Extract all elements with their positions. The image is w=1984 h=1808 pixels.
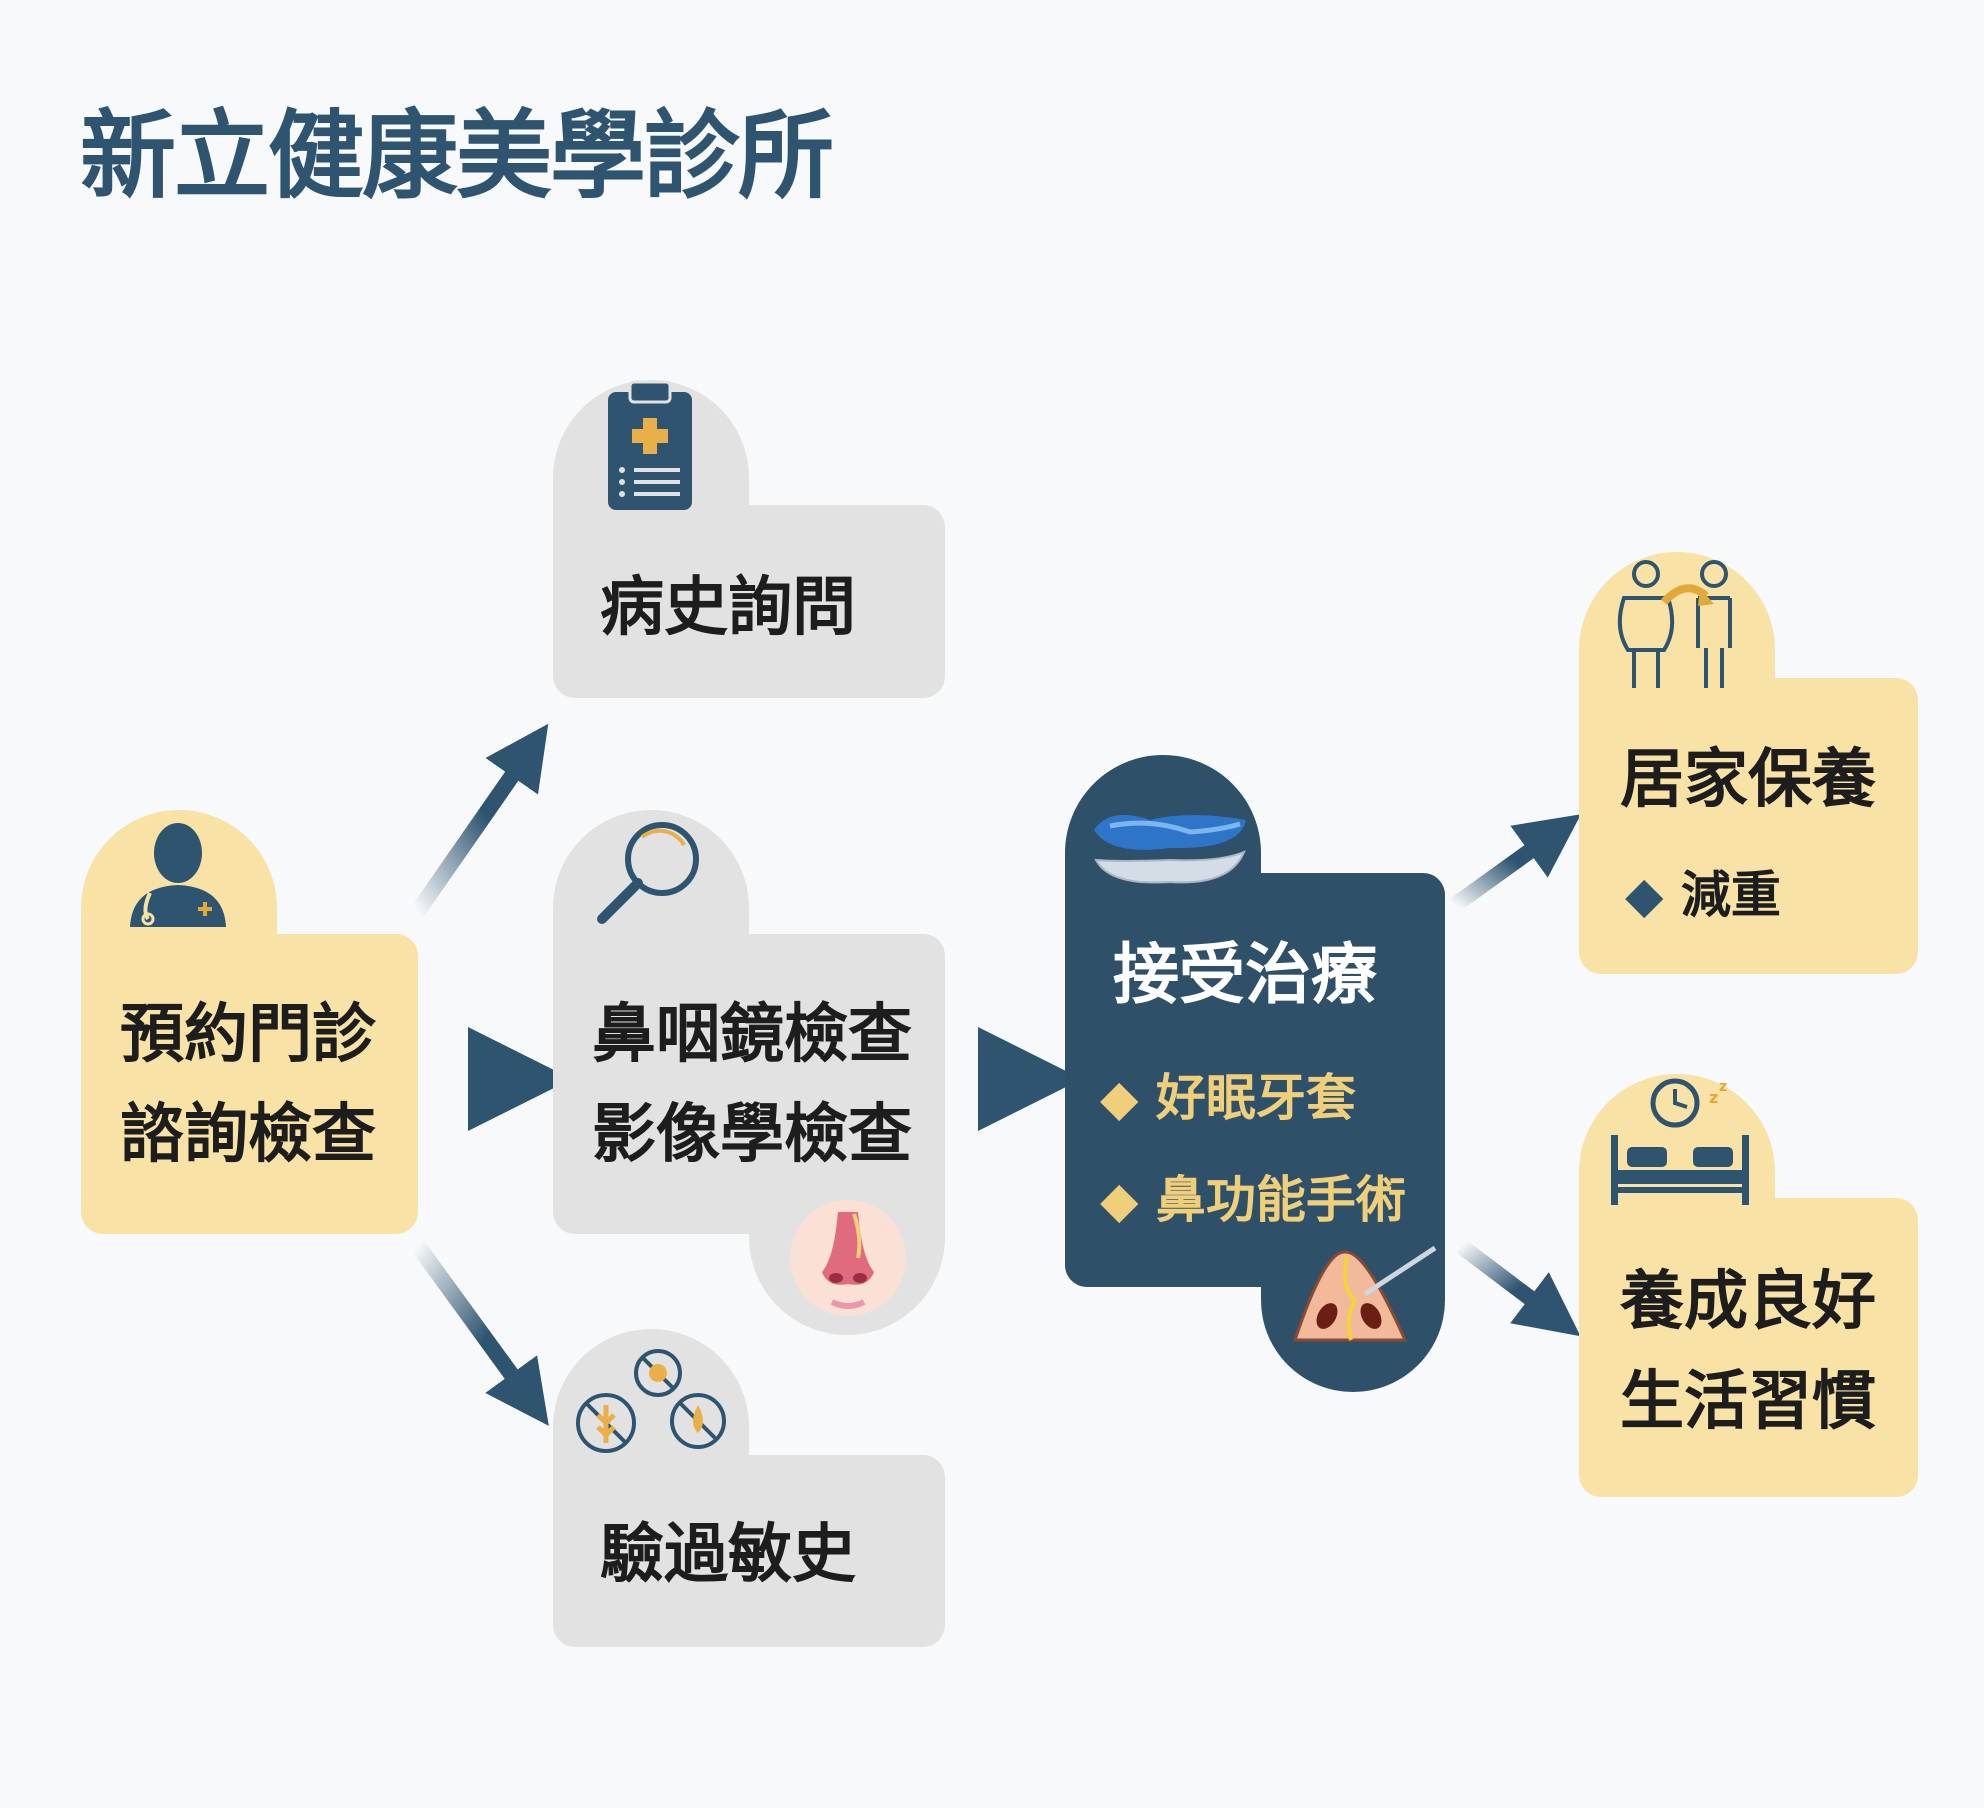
appointment-line1: 預約門診	[120, 998, 376, 1072]
arrow-to-habits	[1456, 1239, 1581, 1337]
treatment-item-text: 鼻功能手術	[1155, 1171, 1406, 1229]
homecare-label: 居家保養	[1620, 743, 1876, 817]
habits-line2: 生活習慣	[1620, 1365, 1876, 1439]
homecare-item-1: ◆ 減重	[1625, 855, 1781, 927]
clipboard-icon	[608, 380, 692, 510]
diamond-bullet-icon: ◆	[1100, 1171, 1139, 1229]
doctor-icon	[130, 823, 226, 927]
svg-text:z: z	[1719, 1079, 1727, 1095]
exam-line2: 影像學檢查	[592, 1098, 912, 1172]
history-label: 病史詢問	[600, 571, 856, 645]
nose-face-icon	[790, 1200, 906, 1316]
nose-surgery-icon	[1292, 1245, 1437, 1342]
treatment-label: 接受治療	[1113, 936, 1377, 1013]
mouthguard-icon	[1094, 814, 1246, 884]
appointment-line2: 諮詢檢查	[120, 1098, 376, 1172]
sleep-bed-icon: zz	[1611, 1078, 1749, 1205]
arrow-to-history	[411, 723, 549, 916]
treatment-item-1: ◆ 好眠牙套	[1100, 1058, 1356, 1130]
svg-text:z: z	[1709, 1088, 1718, 1107]
homecare-item-text: 減重	[1680, 866, 1781, 924]
allergen-icons	[576, 1349, 726, 1453]
diamond-bullet-icon: ◆	[1100, 1069, 1139, 1127]
exam-line1: 鼻咽鏡檢查	[592, 998, 912, 1072]
page-title: 新立健康美學診所	[80, 100, 834, 212]
allergy-label: 驗過敏史	[600, 1518, 856, 1592]
arrow-to-allergy	[411, 1241, 549, 1426]
weight-loss-icon	[1617, 560, 1732, 688]
diamond-bullet-icon: ◆	[1625, 866, 1664, 924]
arrow-to-homecare	[1450, 814, 1581, 912]
magnifier-icon	[597, 822, 699, 924]
habits-line1: 養成良好	[1620, 1265, 1876, 1339]
treatment-item-text: 好眠牙套	[1155, 1069, 1356, 1127]
treatment-item-2: ◆ 鼻功能手術	[1100, 1160, 1406, 1232]
